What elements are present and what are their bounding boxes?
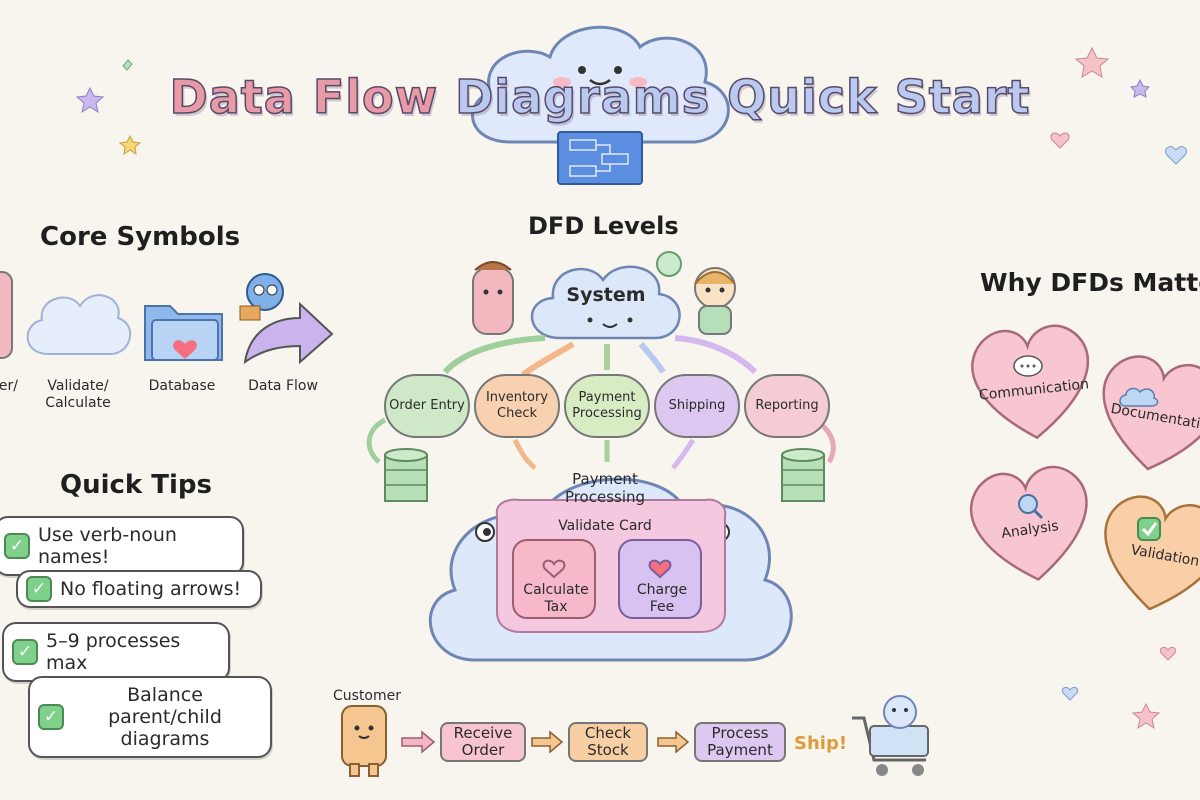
child-charge-fee: Charge Fee [636, 582, 688, 615]
cloud-icon [1119, 387, 1159, 407]
folder-icon [144, 305, 223, 361]
heart-icon [971, 324, 1090, 440]
child-calculate-tax: Calculate Tax [523, 582, 589, 615]
check-icon: ✓ [4, 533, 30, 559]
speech-bubble-icon [1013, 355, 1043, 377]
heart-icon [969, 465, 1088, 581]
flow-end-label: Ship! [794, 733, 848, 754]
arrow-icon [239, 273, 334, 365]
flow-arrows [401, 730, 690, 754]
process-order-entry: Order Entry [384, 374, 470, 438]
process-shipping: Shipping [654, 374, 740, 438]
process-label: Shipping [668, 398, 726, 413]
database-icon [781, 448, 825, 502]
person-icon [0, 271, 13, 359]
check-icon: ✓ [38, 704, 64, 730]
arrow-icon [401, 730, 436, 754]
tip-bubble: ✓ Balance parent/child diagrams [28, 676, 272, 758]
tip-bubble: ✓ Use verb-noun names! [0, 516, 244, 576]
arrow-icon [531, 730, 564, 754]
star-icon [75, 86, 105, 114]
page-title: Data Flow Diagrams Quick Start [169, 69, 1031, 125]
title-cloud-mascot [471, 25, 730, 185]
detail-title: Payment Processing [564, 470, 646, 506]
heart-icon [1050, 132, 1070, 149]
process-label: Order Entry [389, 398, 465, 413]
process-reporting: Reporting [744, 374, 830, 438]
flow-step-check-stock: Check Stock [568, 722, 648, 762]
heart-icon [1165, 146, 1187, 165]
system-cloud [530, 265, 681, 340]
check-icon: ✓ [12, 639, 38, 665]
flow-step-receive-order: Receive Order [440, 722, 526, 762]
tip-bubble: ✓ No floating arrows! [16, 570, 262, 608]
flow-step-label: Receive Order [453, 724, 513, 759]
symbol-label-database: Database [148, 378, 216, 394]
shopping-cart-icon [852, 695, 929, 776]
core-symbols-heading: Core Symbols [40, 222, 241, 252]
process-inventory-check: Inventory Check [474, 374, 560, 438]
process-payment-processing: Payment Processing [564, 374, 650, 438]
star-icon [118, 134, 142, 156]
heart-icon [1104, 495, 1200, 610]
why-heading: Why DFDs Matter [980, 268, 1200, 297]
person-icon [694, 267, 736, 335]
cloud-icon [26, 294, 132, 355]
star-icon [122, 59, 133, 71]
flow-step-process-payment: Process Payment [694, 722, 786, 762]
pointer-icon [656, 251, 682, 277]
core-symbols-icons [0, 271, 334, 365]
check-icon [1137, 517, 1161, 541]
customer-label: Customer [333, 688, 402, 704]
system-label: System [566, 284, 646, 306]
arrow-icon [657, 730, 690, 754]
heart-icon [1102, 355, 1200, 471]
customer-figure [341, 705, 387, 777]
database-icon [384, 448, 428, 502]
heart-icon [1061, 686, 1079, 701]
why-hearts [969, 324, 1200, 610]
symbol-label-data-flow: Data Flow [248, 378, 318, 394]
symbol-label-process: Validate/ Calculate [45, 378, 111, 411]
star-icon [1129, 78, 1151, 98]
check-icon: ✓ [26, 576, 52, 602]
tip-bubble: ✓ 5–9 processes max [2, 622, 230, 682]
detail-subtitle: Validate Card [558, 518, 652, 534]
magnifier-icon [1018, 494, 1044, 520]
dfd-levels-heading: DFD Levels [528, 212, 679, 240]
flow-step-label: Check Stock [584, 724, 632, 759]
detail-cloud [428, 477, 793, 662]
blueprint-icon [557, 131, 643, 185]
tip-text: 5–9 processes max [46, 630, 181, 674]
star-icon [1131, 702, 1161, 730]
tip-text: Use verb-noun names! [38, 524, 177, 568]
quick-tips-heading: Quick Tips [60, 470, 213, 500]
tip-text: Balance parent/child diagrams [108, 684, 222, 750]
process-label: Reporting [755, 398, 819, 413]
person-icon [472, 261, 514, 335]
flow-step-label: Process Payment [707, 724, 773, 759]
heart-icon [1159, 646, 1177, 661]
dfd-levels-diagram [366, 251, 836, 662]
symbol-label-external-entity: er/ [0, 378, 18, 394]
process-label: Inventory Check [485, 390, 549, 421]
process-label: Payment Processing [572, 390, 642, 421]
star-icon [1074, 46, 1110, 78]
tip-text: No floating arrows! [60, 578, 242, 600]
